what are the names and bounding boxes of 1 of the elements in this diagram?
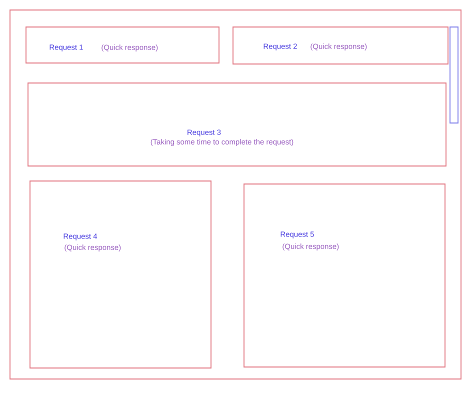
outer-frame xyxy=(10,10,462,380)
